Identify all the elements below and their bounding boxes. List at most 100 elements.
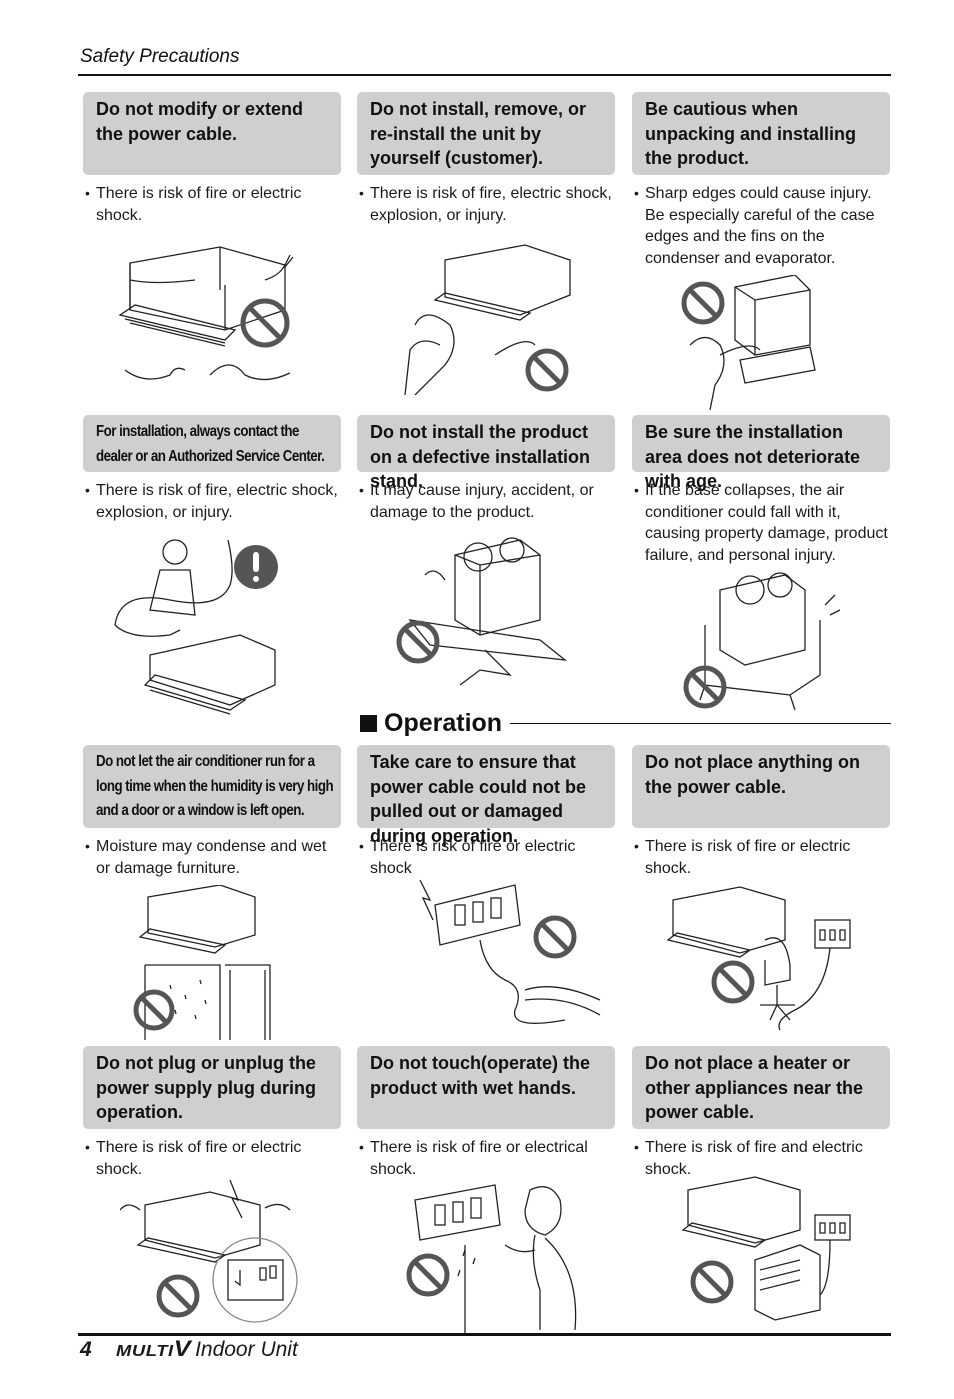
page-number: 4 [80, 1338, 92, 1361]
precaution-contact-dealer: For installation, always contact the deal… [83, 415, 341, 523]
footer-subtitle: Indoor Unit [195, 1338, 298, 1361]
precaution-nothing-on-cable: Do not place anything on the power cable… [632, 745, 890, 879]
illustration-cable-pulled [395, 870, 605, 1035]
desc-text: There is risk of fire or electric shock. [96, 185, 302, 224]
precaution-title: Do not place a heater or other appliance… [632, 1046, 890, 1129]
illustration-plug-during-operation [119, 1179, 305, 1328]
desc-text: If the base collapses, the air condition… [645, 482, 888, 564]
unit-chair-outlet-icon [666, 886, 851, 1031]
desc-text: There is risk of fire and electric shock… [645, 1139, 863, 1178]
bullet: • [85, 838, 90, 854]
desc-text: There is risk of fire or electrical shoc… [370, 1139, 588, 1178]
prohibition-icon [681, 281, 725, 325]
bullet: • [85, 482, 90, 498]
section-title-label: Operation [384, 709, 503, 737]
outlet-and-cable-icon [419, 879, 601, 1024]
desc-text: There is risk of fire or electric shock [370, 838, 576, 877]
desc-text: There is risk of fire or electric shock. [645, 838, 851, 877]
bullet: • [634, 185, 639, 201]
title-line: For installation, always contact the [96, 423, 299, 440]
precaution-title: Do not touch(operate) the product with w… [357, 1046, 615, 1129]
wet-hands-outlet-icon [406, 1184, 577, 1335]
precaution-desc: • There is risk of fire, electric shock, … [83, 480, 341, 523]
illustration-nothing-on-cable [665, 885, 860, 1031]
outdoor-unit-falling-icon [396, 537, 568, 686]
desc-text: It may cause injury, accident, or damage… [370, 482, 594, 521]
person-installing-unit-icon [404, 244, 571, 396]
precaution-cable-pulled: Take care to ensure that power cable cou… [357, 745, 615, 879]
brand-v: V [173, 1336, 191, 1361]
person-on-phone-icon [114, 539, 278, 715]
prohibition-icon [133, 989, 175, 1031]
precaution-desc: • Sharp edges could cause injury. Be espe… [632, 183, 890, 269]
footer-divider [78, 1333, 891, 1336]
outdoor-unit-on-stand-icon [683, 572, 841, 711]
illustration-defective-stand [390, 535, 570, 690]
precaution-title: Do not install the product on a defectiv… [357, 415, 615, 491]
bullet: • [85, 185, 90, 201]
warning-exclamation-icon [234, 545, 278, 589]
precaution-heater-near-cable: Do not place a heater or other appliance… [632, 1046, 890, 1180]
title-line: and a door or a window is left open. [96, 802, 305, 819]
bullet: • [634, 838, 639, 854]
prohibition-icon [240, 298, 290, 348]
title-line: dealer or an Authorized Service Center. [96, 447, 325, 465]
precaution-desc: • There is risk of fire or electric shock… [83, 183, 341, 226]
precaution-title: For installation, always contact the deal… [83, 415, 341, 472]
bullet: • [634, 482, 639, 498]
prohibition-icon [406, 1253, 450, 1297]
prohibition-icon [533, 915, 577, 959]
illustration-contact-dealer [110, 530, 290, 730]
precaution-desc: •It may cause injury, accident, or damag… [357, 480, 615, 523]
precaution-title: Be cautious when unpacking and installin… [632, 92, 890, 175]
precaution-desc: • Moisture may condense and wet or damage… [83, 836, 341, 879]
precaution-area-deterioration: Be sure the installation area does not d… [632, 415, 890, 566]
prohibition-icon [156, 1274, 200, 1318]
precaution-desc: • There is risk of fire and electric shoc… [632, 1137, 890, 1180]
precaution-desc: •There is risk of fire, electric shock, … [357, 183, 615, 226]
prohibition-icon [525, 348, 569, 392]
precaution-plug-during-operation: Do not plug or unplug the power supply p… [83, 1046, 341, 1180]
prohibition-icon [711, 960, 755, 1004]
illustration-humidity [130, 884, 275, 1040]
illustration-unpacking [680, 274, 840, 411]
precaution-title: Take care to ensure that power cable cou… [357, 745, 615, 846]
illustration-cable-modify [115, 235, 315, 395]
precaution-modify-cable: Do not modify or extend the power cable.… [83, 92, 341, 226]
precaution-title: Do not install, remove, or re-install th… [357, 92, 615, 175]
precaution-wet-hands: Do not touch(operate) the product with w… [357, 1046, 615, 1180]
precaution-title: Do not modify or extend the power cable. [83, 92, 341, 175]
precaution-title: Be sure the installation area does not d… [632, 415, 890, 491]
section-rule [510, 722, 891, 725]
precaution-self-install: Do not install, remove, or re-install th… [357, 92, 615, 226]
bullet: • [85, 1139, 90, 1155]
desc-text: Sharp edges could cause injury. Be espec… [645, 185, 875, 267]
illustration-heater-near-cable [680, 1175, 860, 1325]
brand-name: MULTI [115, 1343, 174, 1360]
section-heading-operation: Operation [360, 709, 891, 738]
precaution-desc: • There is risk of fire or electric shock [357, 836, 615, 879]
bullet: • [634, 1139, 639, 1155]
title-line: Do not let the air conditioner run for a [96, 753, 315, 770]
desc-text: Moisture may condense and wet or damage … [96, 838, 327, 877]
precaution-title: Do not place anything on the power cable… [632, 745, 890, 828]
desc-text: There is risk of fire, electric shock, e… [96, 482, 338, 521]
page-footer: 4 MULTIV Indoor Unit [80, 1336, 298, 1362]
desc-text: There is risk of fire or electric shock. [96, 1139, 302, 1178]
precaution-humidity: Do not let the air conditioner run for a… [83, 745, 341, 879]
cassette-unit-icon [118, 246, 294, 381]
precaution-desc: • If the base collapses, the air conditio… [632, 480, 890, 566]
precaution-title: Do not plug or unplug the power supply p… [83, 1046, 341, 1129]
illustration-self-install [395, 235, 580, 396]
illustration-area-deterioration [680, 565, 841, 715]
prohibition-icon [396, 620, 440, 664]
unit-heater-outlet-icon [681, 1176, 851, 1321]
prohibition-icon [690, 1260, 734, 1304]
precaution-defective-stand: Do not install the product on a defectiv… [357, 415, 615, 523]
bullet: • [359, 838, 364, 854]
title-line: long time when the humidity is very high [96, 777, 334, 795]
precaution-desc: • There is risk of fire or electric shock… [632, 836, 890, 879]
bullet: • [359, 1139, 364, 1155]
prohibition-icon [683, 665, 727, 709]
desc-text: There is risk of fire, electric shock, e… [370, 185, 612, 224]
